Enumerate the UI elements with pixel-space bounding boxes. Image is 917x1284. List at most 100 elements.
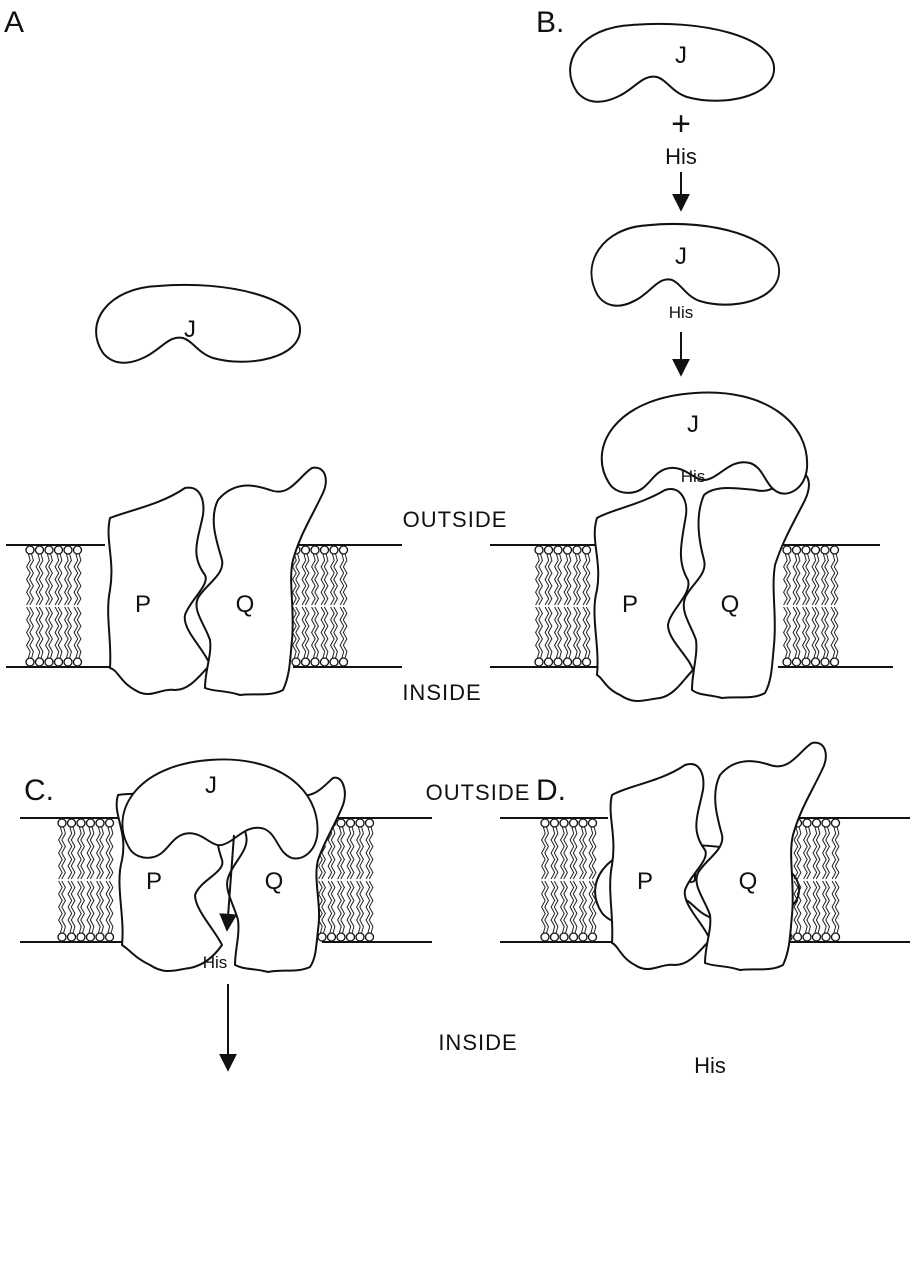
lipid-tail [39, 554, 43, 605]
lipid-head [570, 933, 578, 941]
lipid-head [822, 933, 830, 941]
lipid-head [302, 546, 310, 554]
protein-p-label: P [146, 868, 162, 895]
lipid-tail [558, 554, 562, 605]
lipid-tail [826, 827, 830, 879]
lipid-head [579, 933, 587, 941]
lipid-tail [815, 607, 819, 658]
lipid-head [783, 546, 791, 554]
lipid-tail [30, 554, 34, 605]
panel-c-label: C. [24, 774, 54, 807]
lipid-head [311, 546, 319, 554]
lipid-tail [331, 881, 335, 933]
outside-label: OUTSIDE [426, 780, 531, 805]
protein-p [610, 764, 710, 969]
lipid-head [58, 819, 66, 827]
histidine-free-label: His [665, 144, 697, 169]
protein-q-label: Q [236, 591, 255, 618]
lipid-head [583, 546, 591, 554]
lipid-head [832, 933, 840, 941]
lipid-tail [77, 607, 81, 658]
lipid-tail [350, 827, 354, 879]
lipid-head [318, 933, 326, 941]
outside-label: OUTSIDE [403, 507, 508, 532]
lipid-tail [806, 554, 810, 605]
lipid-tail [315, 607, 319, 658]
lipid-head [302, 658, 310, 666]
lipid-head [330, 546, 338, 554]
lipid-head [347, 933, 355, 941]
lipid-tail [81, 827, 85, 879]
lipid-bilayer-left [26, 546, 82, 666]
lipid-head [96, 819, 104, 827]
lipid-tail [592, 881, 596, 933]
lipid-head [366, 819, 374, 827]
panel-a: A J P Q OUTSIDE INSIDE [4, 6, 507, 705]
lipid-head [554, 546, 562, 554]
lipid-tail [68, 554, 72, 605]
lipid-head [36, 658, 44, 666]
lipid-head [340, 546, 348, 554]
lipid-bilayer-left [58, 819, 114, 941]
lipid-head [26, 658, 34, 666]
lipid-head [803, 933, 811, 941]
lipid-tail [360, 881, 364, 933]
lipid-head [106, 819, 114, 827]
protein-q-label: Q [721, 591, 740, 618]
lipid-tail [62, 881, 66, 933]
lipid-head [356, 819, 364, 827]
lipid-tail [573, 881, 577, 933]
lipid-head [58, 933, 66, 941]
lipid-tail [592, 827, 596, 879]
lipid-tail [49, 554, 53, 605]
lipid-tail [825, 607, 829, 658]
lipid-tail [68, 607, 72, 658]
lipid-head [292, 658, 300, 666]
lipid-tail [554, 827, 558, 879]
lipid-head [330, 658, 338, 666]
lipid-head [77, 933, 85, 941]
panel-b: B. J + His J His P Q J His [490, 6, 893, 701]
histidine-released-label: His [694, 1053, 726, 1078]
lipid-tail [834, 554, 838, 605]
lipid-tail [343, 554, 347, 605]
protein-j-docked-label: J [687, 411, 699, 438]
inside-label: INSIDE [438, 1030, 517, 1055]
lipid-tail [564, 827, 568, 879]
lipid-head [813, 933, 821, 941]
lipid-tail [815, 554, 819, 605]
lipid-tail [787, 554, 791, 605]
lipid-head [64, 658, 72, 666]
protein-j-label: J [184, 316, 196, 343]
lipid-tail [554, 881, 558, 933]
inside-label: INSIDE [402, 680, 481, 705]
lipid-bilayer-left [541, 819, 597, 941]
lipid-head [803, 819, 811, 827]
lipid-head [535, 658, 543, 666]
lipid-tail [334, 607, 338, 658]
protein-j-docked [122, 759, 317, 858]
lipid-head [551, 933, 559, 941]
lipid-head [560, 819, 568, 827]
lipid-tail [100, 881, 104, 933]
lipid-tail [39, 607, 43, 658]
lipid-head [793, 658, 801, 666]
lipid-head [831, 546, 839, 554]
protein-p-label: P [135, 591, 151, 618]
lipid-head [45, 658, 53, 666]
lipid-bilayer-right [783, 546, 839, 666]
lipid-tail [586, 554, 590, 605]
protein-q-label: Q [265, 868, 284, 895]
lipid-tail [835, 881, 839, 933]
lipid-head [55, 546, 63, 554]
lipid-head [535, 546, 543, 554]
lipid-tail [835, 827, 839, 879]
lipid-head [551, 819, 559, 827]
lipid-tail [583, 827, 587, 879]
lipid-head [68, 819, 76, 827]
lipid-tail [81, 881, 85, 933]
lipid-head [573, 658, 581, 666]
lipid-head [356, 933, 364, 941]
lipid-tail [369, 881, 373, 933]
